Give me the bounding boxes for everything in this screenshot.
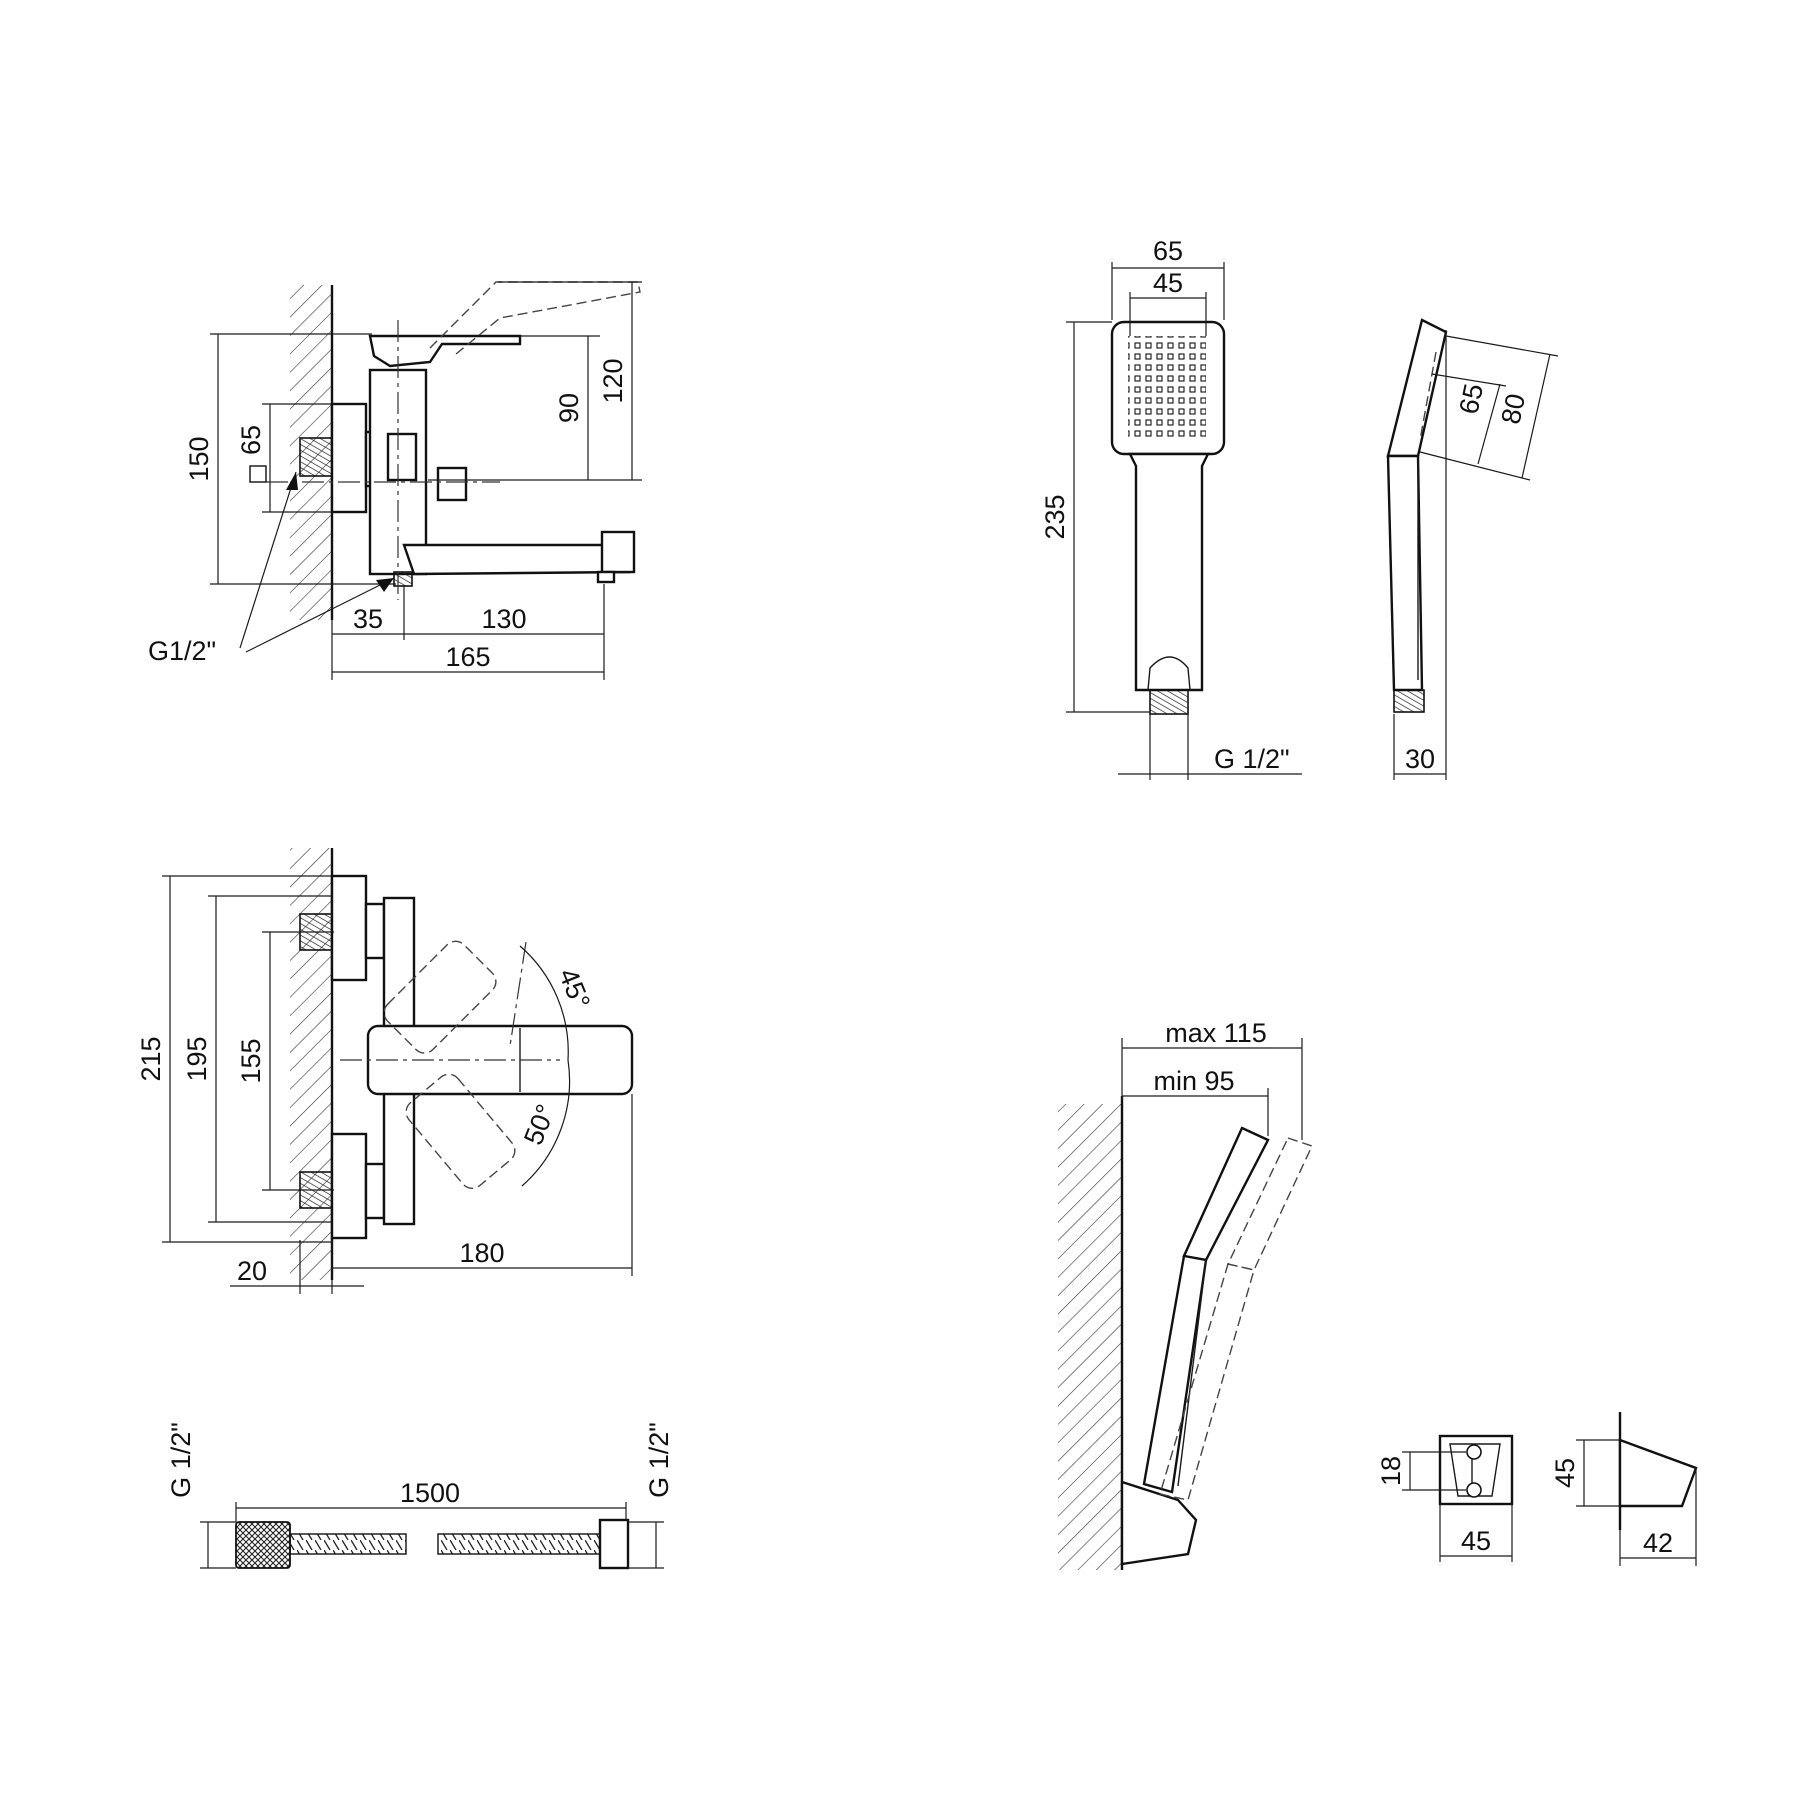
lever-handle: [368, 334, 522, 368]
square-symbol-icon: [249, 465, 267, 483]
dim-45: 45: [1153, 268, 1183, 298]
dim-square-65: 65: [236, 425, 266, 455]
thread-label-hose-left: G 1/2": [166, 1422, 196, 1498]
holder-side: [1618, 1438, 1698, 1508]
inlet-thread: [299, 437, 333, 477]
dim-45-holder-front: 45: [1461, 1526, 1491, 1556]
dim-45-holder-side: 45: [1550, 1458, 1580, 1488]
dim-235: 235: [1040, 494, 1070, 539]
wall-flange: [330, 402, 368, 514]
wall-holder: [1120, 1480, 1198, 1566]
nozzle-grid: [1128, 336, 1206, 438]
hand-shower-side-view: 65 80 30: [1386, 318, 1559, 780]
flange-upper: [330, 874, 368, 982]
hose-segment-left: [289, 1533, 407, 1555]
mixer-side-view: 120 90 150 65 35 130 165 G1/2": [148, 281, 642, 680]
dim-42: 42: [1643, 1528, 1673, 1558]
dim-35: 35: [353, 604, 383, 634]
dim-65-side: 65: [1454, 381, 1490, 417]
dim-155: 155: [236, 1038, 266, 1083]
thread-label-g12-shower: G 1/2": [1214, 744, 1290, 774]
wall-hatch-holder: [1058, 1104, 1122, 1570]
dim-90: 90: [554, 393, 584, 423]
dim-120: 120: [598, 358, 628, 403]
dim-180: 180: [459, 1238, 504, 1268]
hand-shower-front-view: 65 45 235 G 1/2": [1040, 236, 1302, 780]
dim-20: 20: [237, 1256, 267, 1286]
hose-nut-left: [235, 1521, 291, 1569]
dim-30: 30: [1405, 744, 1435, 774]
holder-front-view: 18 45: [1376, 1434, 1514, 1562]
installed-shower-handle: [1142, 1254, 1208, 1494]
installed-shower-head: [1182, 1126, 1270, 1262]
wall-hatch-top: [290, 848, 332, 1280]
hose-segment-right: [437, 1533, 601, 1555]
dim-65: 65: [1153, 236, 1183, 266]
dim-150: 150: [184, 436, 214, 481]
spout: [402, 543, 632, 576]
dim-80-side: 80: [1496, 391, 1532, 427]
mixer-top-view: 45° 50° 215 195 155 20 180: [136, 848, 634, 1294]
diverter-knob: [436, 466, 468, 502]
dim-1500: 1500: [400, 1478, 460, 1508]
holder-side-view: 45 42: [1550, 1412, 1698, 1566]
hose-view: G 1/2" G 1/2" 1500: [166, 1422, 674, 1570]
dim-min-95: min 95: [1153, 1066, 1234, 1096]
dim-195: 195: [182, 1036, 212, 1081]
angle-45: 45°: [553, 964, 596, 1013]
dim-18: 18: [1376, 1456, 1406, 1486]
hose-nut-right: [598, 1518, 630, 1570]
screw-icon: [1466, 1444, 1482, 1460]
dim-max-115: max 115: [1165, 1018, 1267, 1048]
flange-lower: [330, 1132, 368, 1240]
dim-215: 215: [136, 1036, 166, 1081]
shower-handle-side: [1386, 454, 1424, 692]
thread-label-hose-right: G 1/2": [644, 1422, 674, 1498]
thread-label-g12: G1/2": [148, 636, 216, 666]
holder-installed-view: max 115 min 95: [1058, 1018, 1313, 1570]
shower-handle: [1128, 452, 1210, 692]
angle-50: 50°: [518, 1100, 561, 1149]
shower-head-side: [1386, 318, 1448, 458]
dim-130: 130: [481, 604, 526, 634]
screw-icon: [1466, 1482, 1482, 1498]
dim-165: 165: [445, 642, 490, 672]
